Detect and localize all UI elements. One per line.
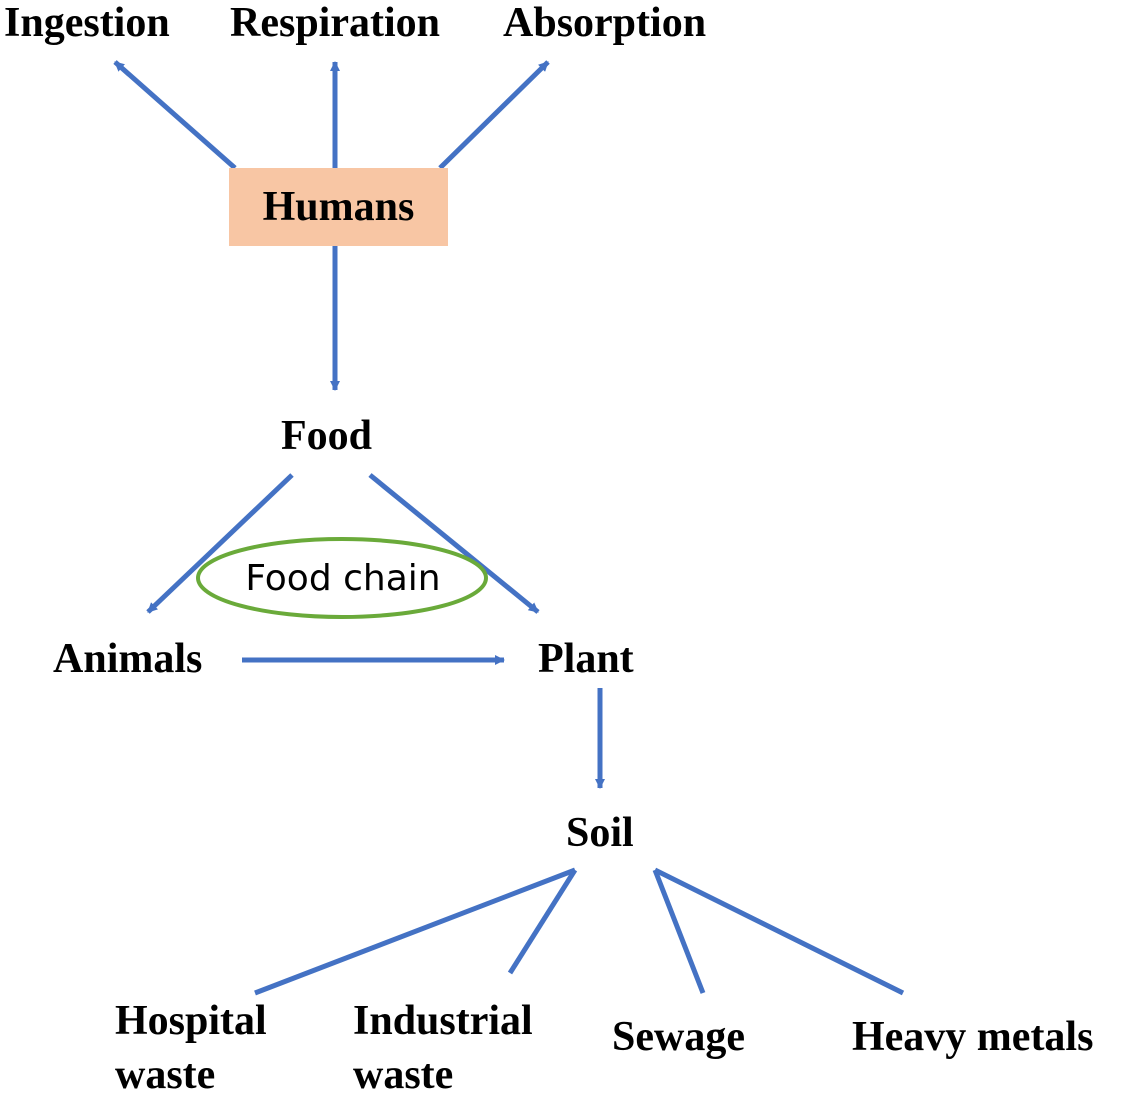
line-soil-to-sewage (652, 869, 706, 994)
node-food-chain: Food chain (245, 558, 441, 599)
node-animals: Animals (53, 636, 203, 682)
node-industrial-waste: Industrial waste (353, 998, 533, 1098)
node-humans: Humans (262, 184, 415, 230)
node-respiration: Respiration (230, 0, 440, 46)
node-humans-box: Humans (229, 168, 448, 246)
food-chain-ellipse (196, 537, 488, 619)
arrow-food-to-animals (146, 473, 294, 614)
arrow-humans-to-ingestion (113, 60, 237, 170)
node-absorption: Absorption (503, 0, 707, 46)
node-hospital-waste: Hospital waste (115, 998, 267, 1098)
node-sewage: Sewage (612, 1014, 745, 1060)
line-soil-to-heavy-metals (653, 867, 905, 996)
node-soil: Soil (566, 810, 634, 856)
node-ingestion: Ingestion (4, 0, 170, 46)
arrow-humans-to-absorption (438, 60, 550, 170)
line-soil-to-industrial-waste (507, 868, 578, 975)
line-soil-to-hospital-waste (254, 867, 576, 996)
node-food: Food (281, 413, 373, 459)
node-plant: Plant (538, 636, 634, 682)
arrow-food-to-plant (368, 473, 540, 614)
node-heavy-metals: Heavy metals (852, 1014, 1094, 1060)
